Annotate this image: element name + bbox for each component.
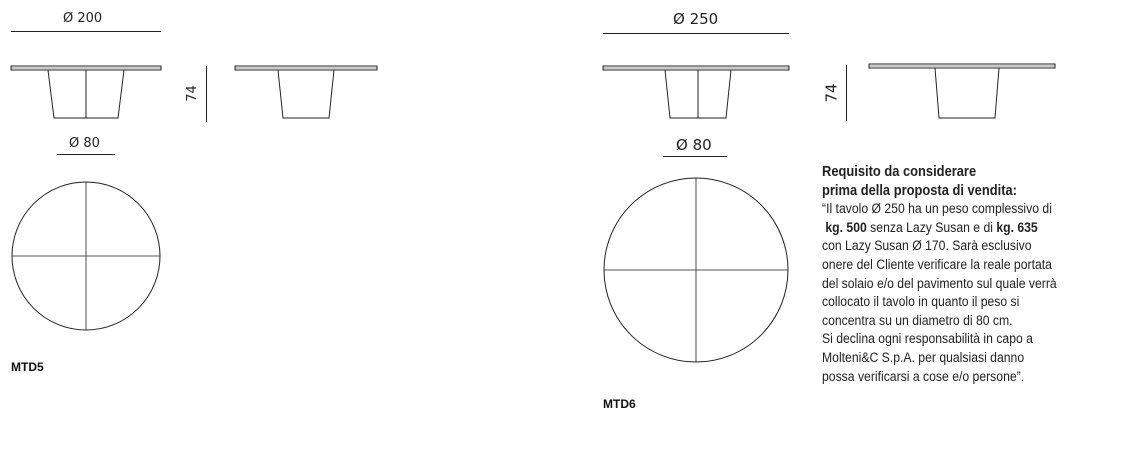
note-line-9: Molteni&C S.p.A. per qualsiasi danno	[822, 349, 1025, 366]
mtd5-height-dimension-line	[206, 66, 207, 122]
mtd6-top-dimension-line	[603, 33, 789, 34]
mtd6-side-elevation	[868, 63, 1056, 119]
note-weight-with: kg. 635	[996, 219, 1038, 236]
note-line-4: onere del Cliente verificare la reale po…	[822, 256, 1052, 273]
note-heading-line2: prima della proposta di vendita:	[822, 181, 1017, 199]
mtd6-height-dimension-line	[846, 65, 847, 121]
mtd6-top-diameter-label: Ø 250	[673, 10, 719, 28]
mtd6-base-dimension-line	[663, 156, 727, 157]
mtd5-side-elevation	[234, 65, 378, 119]
mtd5-side-pedestal	[277, 69, 335, 119]
mtd5-model-label: MTD5	[11, 360, 44, 374]
mtd5-base-diameter-label: Ø 80	[69, 136, 100, 151]
note-line-7: concentra su un diametro di 80 cm.	[822, 312, 1013, 329]
mtd5-height-label: 74	[184, 85, 200, 102]
mtd6-front-elevation	[602, 65, 790, 119]
note-line-8: Si declina ogni responsabilità in capo a	[822, 331, 1033, 348]
note-line-3: con Lazy Susan Ø 170. Sarà esclusivo	[822, 238, 1032, 255]
mtd6-base-diameter-label: Ø 80	[676, 136, 712, 154]
mtd6-height-label: 74	[822, 83, 841, 103]
mtd5-plan-view	[11, 181, 161, 331]
mtd5-front-elevation	[10, 65, 162, 119]
mtd6-plan-view	[603, 177, 789, 363]
note-line-2-mid: senza Lazy Susan e di	[866, 219, 997, 236]
note-weight-without: kg. 500	[825, 219, 867, 236]
note-line-1: “Il tavolo Ø 250 ha un peso complessivo …	[822, 201, 1052, 218]
sales-requirement-note: Requisito da considerare prima della pro…	[822, 163, 1080, 386]
mtd6-model-label: MTD6	[603, 397, 636, 411]
note-line-6: collocato il tavolo in quanto il peso si	[822, 294, 1020, 311]
note-line-5: del solaio e/o del pavimento sul quale v…	[822, 275, 1057, 292]
mtd5-top-diameter-label: Ø 200	[63, 11, 103, 26]
mtd6-side-pedestal	[934, 67, 1000, 119]
mtd5-base-dimension-line	[57, 154, 115, 155]
mtd5-top-dimension-line	[11, 31, 161, 32]
note-line-10: possa verificarsi a cose e/o persone”.	[822, 368, 1025, 385]
note-heading-line1: Requisito da considerare	[822, 163, 977, 180]
note-line-2: kg. 500 senza Lazy Susan e di kg. 635	[822, 219, 1080, 238]
